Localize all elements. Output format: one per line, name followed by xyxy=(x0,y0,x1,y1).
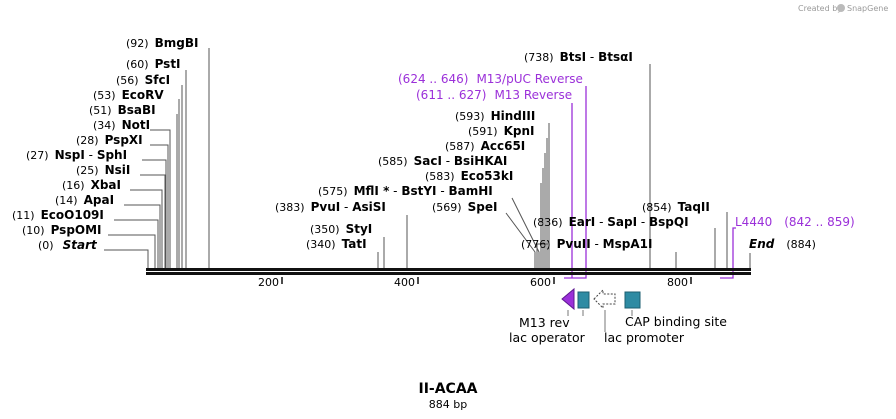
site-label-noti[interactable]: (34)NotI xyxy=(93,118,150,132)
site-label-psti[interactable]: (60)PstI xyxy=(126,57,181,71)
left-site-labels: (92)BmgBI (60)PstI (56)SfcI (53)EcoRV (5… xyxy=(12,36,198,252)
site-label-pvuii-mspa1i[interactable]: (776)PvuII - MspA1I xyxy=(521,237,652,251)
axis-tick-label: 800 xyxy=(667,276,688,289)
sequence-backbone-bottom xyxy=(146,272,751,275)
site-label-saci-bsihkai[interactable]: (585)SacI - BsiHKAI xyxy=(378,154,507,168)
right-leaders xyxy=(505,64,751,269)
site-label-nsii[interactable]: (25)NsiI xyxy=(76,163,130,177)
site-label-sfci[interactable]: (56)SfcI xyxy=(116,73,170,87)
site-label-spei[interactable]: (569)SpeI xyxy=(432,200,497,214)
site-label-apai[interactable]: (14)ApaI xyxy=(55,193,114,207)
site-label-ecoo109i[interactable]: (11)EcoO109I xyxy=(12,208,104,222)
site-label-tati[interactable]: (340)TatI xyxy=(306,237,367,251)
primer-label-l4440[interactable]: L4440(842 .. 859) xyxy=(735,215,855,229)
m13-rev-feature-icon[interactable] xyxy=(561,287,575,311)
sequence-backbone-top xyxy=(146,268,751,271)
site-label-kpni[interactable]: (591)KpnI xyxy=(468,124,535,138)
axis-tick-label: 400 xyxy=(394,276,415,289)
axis-tick-label: 200 xyxy=(258,276,279,289)
primer-label-m13-puc-reverse[interactable]: (624 .. 646)M13/pUC Reverse xyxy=(398,72,583,86)
primer-lines xyxy=(564,86,736,279)
site-label-bmgbi[interactable]: (92)BmgBI xyxy=(126,36,198,50)
plasmid-length: 884 bp xyxy=(429,398,467,411)
feature-label-m13-rev: M13 rev xyxy=(519,315,570,330)
site-label-nspi-sphi[interactable]: (27)NspI - SphI xyxy=(26,148,127,162)
credit-text: Created by xyxy=(798,4,842,13)
site-label-styi[interactable]: (350)StyI xyxy=(310,222,372,236)
site-label-pspomi[interactable]: (10)PspOMI xyxy=(22,223,102,237)
primer-label-m13-reverse[interactable]: (611 .. 627)M13 Reverse xyxy=(416,88,572,102)
plasmid-name: II-ACAA xyxy=(418,381,477,397)
site-label-start[interactable]: (0)Start xyxy=(38,238,98,252)
axis-ticks xyxy=(281,277,692,284)
site-label-xbai[interactable]: (16)XbaI xyxy=(62,178,121,192)
feature-label-lac-operator: lac operator xyxy=(509,330,586,345)
feature-label-lac-promoter: lac promoter xyxy=(604,330,685,345)
site-label-end[interactable]: End(884) xyxy=(749,237,816,251)
site-label-hindiii[interactable]: (593)HindIII xyxy=(455,109,535,123)
lac-promoter-feature-icon[interactable] xyxy=(593,288,616,310)
feature-label-cap-binding-site: CAP binding site xyxy=(625,314,727,329)
cap-binding-site-feature-icon[interactable] xyxy=(624,291,641,309)
right-site-labels: (738)BtsI - BtsαI (593)HindIII (591)KpnI… xyxy=(318,50,816,251)
site-label-pspxi[interactable]: (28)PspXI xyxy=(76,133,143,147)
site-label-eari-sapi-bspqi[interactable]: (836)EarI - SapI - BspQI xyxy=(533,215,689,229)
axis-tick-label: 600 xyxy=(530,276,551,289)
site-label-eco53ki[interactable]: (583)Eco53kI xyxy=(425,169,513,183)
left-leaders xyxy=(104,48,210,269)
site-label-mfli-bstyi-bamhi[interactable]: (575)MflI * - BstYI - BamHI xyxy=(318,184,493,198)
site-label-bsabi[interactable]: (51)BsaBI xyxy=(89,103,156,117)
site-label-acc65i[interactable]: (587)Acc65I xyxy=(445,139,525,153)
snapgene-logo-icon xyxy=(837,4,845,12)
credit-brand: SnapGene xyxy=(847,4,888,13)
site-label-btsi[interactable]: (738)BtsI - BtsαI xyxy=(524,50,633,64)
site-label-pvui-asisi[interactable]: (383)PvuI - AsiSI xyxy=(275,200,386,214)
feature-connectors xyxy=(567,310,633,332)
site-label-taqii[interactable]: (854)TaqII xyxy=(642,200,710,214)
mid-site-labels: (383)PvuI - AsiSI (350)StyI (340)TatI xyxy=(275,200,386,251)
lac-operator-feature-icon[interactable] xyxy=(577,291,590,309)
mid-leaders xyxy=(377,215,408,269)
site-label-ecorv[interactable]: (53)EcoRV xyxy=(93,88,164,102)
